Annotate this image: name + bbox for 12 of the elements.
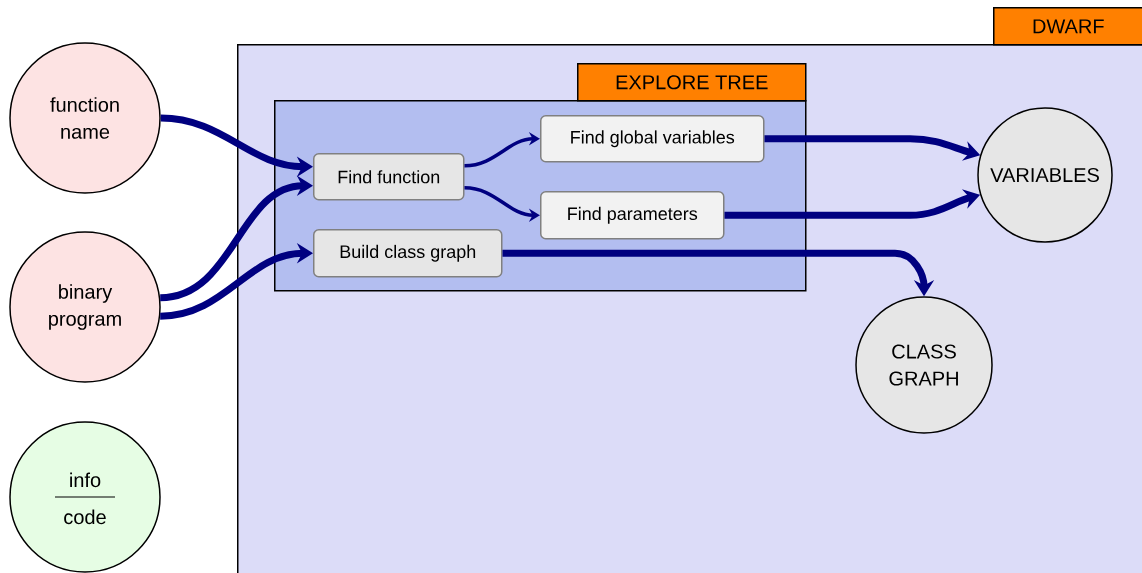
process-box: Find function <box>313 153 465 201</box>
arrow <box>464 132 540 168</box>
circle-node: VARIABLES <box>977 107 1113 243</box>
circle-node: CLASS GRAPH <box>855 296 993 434</box>
circle-node: info code <box>9 421 161 573</box>
process-box: Find parameters <box>540 191 725 240</box>
circle-node: function name <box>9 42 161 194</box>
process-box: Find global variables <box>540 115 765 163</box>
tab-label: EXPLORE TREE <box>577 63 807 102</box>
process-box: Build class graph <box>313 229 503 278</box>
tab-label: DWARF <box>993 7 1142 46</box>
circle-node: binary program <box>9 231 161 383</box>
